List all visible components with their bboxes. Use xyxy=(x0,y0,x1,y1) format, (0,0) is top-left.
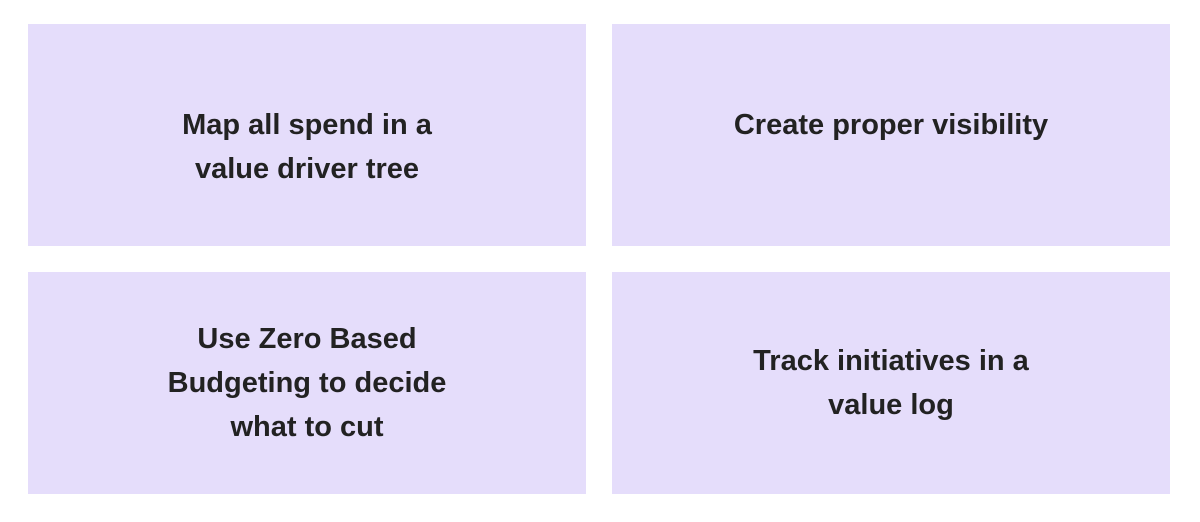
card-value-driver-tree: Map all spend in a value driver tree xyxy=(28,24,586,246)
card-text: Use Zero Based Budgeting to decide what … xyxy=(167,323,447,443)
card-visibility: Create proper visibility xyxy=(612,24,1170,246)
card-text: Map all spend in a value driver tree xyxy=(182,109,432,185)
card-value-log: Track initiatives in a value log xyxy=(612,272,1170,494)
card-text: Track initiatives in a value log xyxy=(753,345,1029,421)
card-text: Create proper visibility xyxy=(733,109,1049,141)
card-zero-based-budgeting: Use Zero Based Budgeting to decide what … xyxy=(28,272,586,494)
